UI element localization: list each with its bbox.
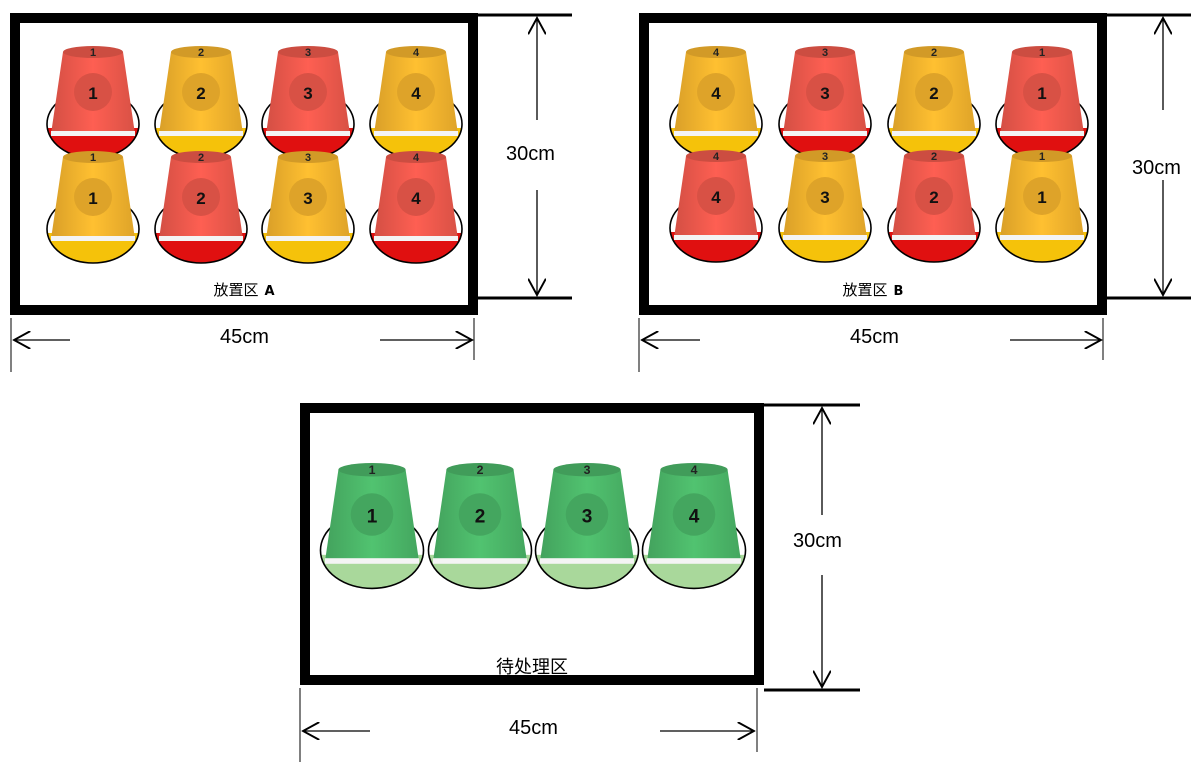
a-cup-8: 44 bbox=[369, 151, 463, 264]
svg-text:3: 3 bbox=[822, 151, 828, 163]
b-cup-5: 44 bbox=[669, 150, 763, 263]
zone-b-width-label: 45cm bbox=[848, 326, 901, 349]
svg-text:2: 2 bbox=[477, 463, 484, 477]
pending-width-label: 45cm bbox=[507, 717, 560, 740]
a-cup-3: 33 bbox=[261, 46, 355, 159]
svg-text:4: 4 bbox=[411, 84, 421, 103]
svg-text:3: 3 bbox=[303, 189, 312, 208]
svg-text:2: 2 bbox=[931, 47, 937, 59]
svg-text:1: 1 bbox=[1039, 151, 1045, 163]
svg-text:3: 3 bbox=[584, 463, 591, 477]
svg-text:1: 1 bbox=[90, 47, 96, 59]
svg-text:3: 3 bbox=[822, 47, 828, 59]
svg-text:4: 4 bbox=[711, 84, 721, 103]
zone-b-height-dimension bbox=[1107, 13, 1191, 300]
svg-text:2: 2 bbox=[196, 189, 205, 208]
svg-text:3: 3 bbox=[582, 506, 593, 527]
b-cup-7: 22 bbox=[887, 150, 981, 263]
a-cup-6: 22 bbox=[154, 151, 248, 264]
svg-text:4: 4 bbox=[413, 152, 420, 164]
zone-b-height-label: 30cm bbox=[1130, 157, 1183, 180]
svg-text:4: 4 bbox=[689, 506, 700, 527]
pending-width-dimension bbox=[299, 688, 758, 762]
svg-text:2: 2 bbox=[198, 47, 204, 59]
svg-text:2: 2 bbox=[929, 188, 938, 207]
a-cup-5: 11 bbox=[46, 151, 140, 264]
svg-text:4: 4 bbox=[413, 47, 420, 59]
svg-text:1: 1 bbox=[88, 84, 97, 103]
svg-text:4: 4 bbox=[713, 47, 720, 59]
svg-text:1: 1 bbox=[367, 506, 378, 527]
b-cup-3: 22 bbox=[887, 46, 981, 159]
svg-text:4: 4 bbox=[411, 189, 421, 208]
svg-text:1: 1 bbox=[88, 189, 97, 208]
svg-text:4: 4 bbox=[711, 188, 721, 207]
a-cup-2: 22 bbox=[154, 46, 248, 159]
svg-text:4: 4 bbox=[691, 463, 698, 477]
svg-text:3: 3 bbox=[303, 84, 312, 103]
a-cup-1: 11 bbox=[46, 46, 140, 159]
svg-text:3: 3 bbox=[820, 188, 829, 207]
pending-zone-label: 待处理区 bbox=[496, 657, 568, 678]
svg-text:1: 1 bbox=[369, 463, 376, 477]
pending-height-dimension bbox=[764, 403, 860, 692]
svg-text:2: 2 bbox=[198, 152, 204, 164]
zone-a-height-label: 30cm bbox=[504, 143, 557, 166]
svg-text:1: 1 bbox=[1039, 47, 1045, 59]
pending-cup-4: 44 bbox=[641, 463, 747, 590]
pending-cup-2: 22 bbox=[427, 463, 533, 590]
b-cup-1: 44 bbox=[669, 46, 763, 159]
svg-text:4: 4 bbox=[713, 151, 720, 163]
svg-text:1: 1 bbox=[1037, 188, 1046, 207]
pending-height-label: 30cm bbox=[791, 530, 844, 553]
svg-text:2: 2 bbox=[196, 84, 205, 103]
svg-text:2: 2 bbox=[475, 506, 486, 527]
zone-a-width-dimension bbox=[10, 318, 475, 372]
svg-text:3: 3 bbox=[305, 47, 311, 59]
svg-text:3: 3 bbox=[305, 152, 311, 164]
svg-text:1: 1 bbox=[1037, 84, 1046, 103]
a-cup-7: 33 bbox=[261, 151, 355, 264]
svg-text:2: 2 bbox=[929, 84, 938, 103]
svg-text:3: 3 bbox=[820, 84, 829, 103]
pending-cup-3: 33 bbox=[534, 463, 640, 590]
zone-b-width-dimension bbox=[638, 318, 1104, 372]
zone-a-height-dimension bbox=[478, 13, 572, 300]
svg-text:1: 1 bbox=[90, 152, 96, 164]
svg-text:2: 2 bbox=[931, 151, 937, 163]
zone-a-width-label: 45cm bbox=[218, 326, 271, 349]
